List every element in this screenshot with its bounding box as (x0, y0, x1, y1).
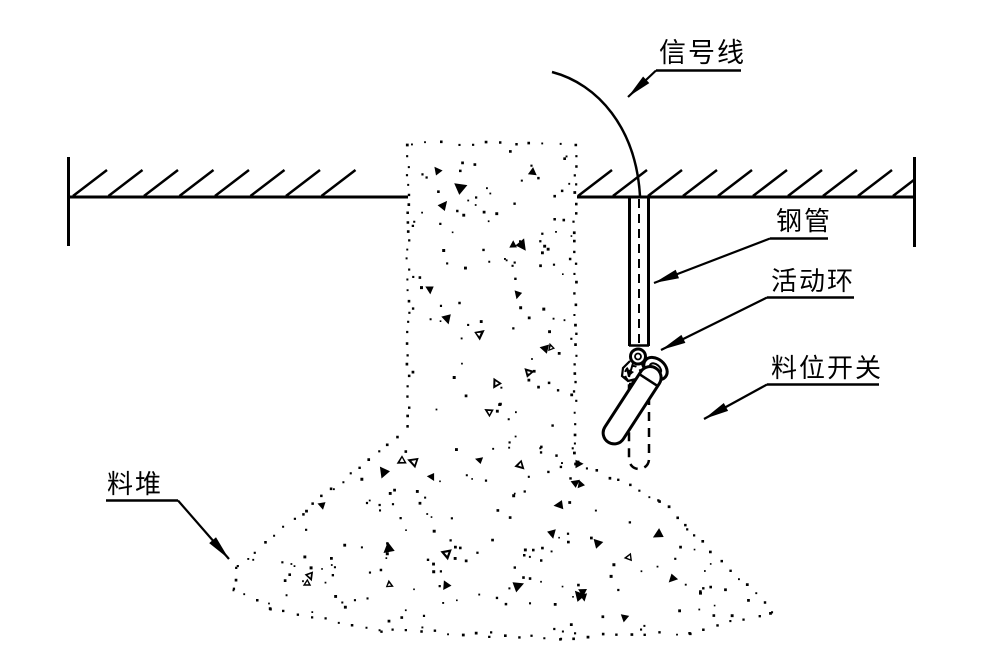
label-movable-ring: 活动环 (771, 267, 855, 297)
switch-body (601, 365, 663, 446)
hinge-blob (626, 368, 634, 377)
shackle-outline (620, 360, 637, 383)
steel-pipe (628, 197, 650, 350)
stipple-dots (232, 140, 774, 641)
eye-ring-icon (629, 347, 647, 366)
label-signal-line: 信号线 (659, 38, 746, 69)
callout-leaders (106, 69, 879, 560)
switch-cap-seam (638, 373, 659, 388)
material-stippling (232, 140, 774, 641)
movable-ring-arrowhead-icon (661, 334, 686, 350)
stipple-rocks-open (302, 330, 632, 588)
signal-cable-curve (551, 70, 642, 197)
eye-ring-hole (634, 352, 642, 361)
stipple-rocks-solid (317, 166, 679, 623)
ceiling-hatching (67, 157, 916, 247)
level-switch-tilted (601, 365, 663, 446)
signal-line-arrowhead-icon (628, 76, 650, 97)
label-steel-pipe: 钢管 (776, 207, 832, 237)
material-pile-arrowhead-icon (209, 537, 229, 559)
level-switch-arrowhead-icon (704, 403, 729, 419)
label-level-switch: 料位开关 (771, 354, 883, 384)
label-material-pile: 料堆 (107, 470, 163, 500)
steel-pipe-arrowhead-icon (654, 269, 679, 283)
